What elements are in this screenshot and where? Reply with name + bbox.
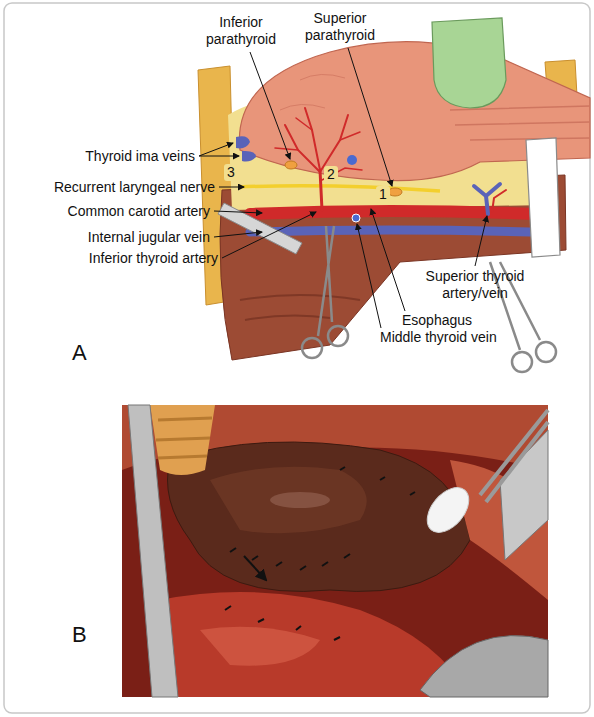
anatomy-label: Middle thyroid vein xyxy=(380,329,550,346)
operative-photo xyxy=(122,405,548,697)
surgical-illustration xyxy=(198,18,590,372)
callout-number: 3 xyxy=(224,164,238,181)
anatomy-label: Esophagus xyxy=(402,312,502,329)
anatomy-label: Superior parathyroid xyxy=(290,10,390,44)
anatomy-label: Inferior thyroid artery xyxy=(20,250,218,267)
callout-number: 1 xyxy=(376,186,390,203)
anatomy-label: Recurrent laryngeal nerve xyxy=(8,179,215,196)
panel-letter: A xyxy=(72,340,102,366)
anatomy-label: Inferior parathyroid xyxy=(195,14,287,48)
anatomy-label: Common carotid artery xyxy=(20,203,210,220)
frame xyxy=(4,3,590,713)
panel-letter: B xyxy=(72,622,102,648)
anatomy-label: Internal jugular vein xyxy=(20,229,210,246)
callout-number: 2 xyxy=(324,166,338,183)
anatomy-label: Thyroid ima veins xyxy=(40,148,195,165)
anatomy-label: Superior thyroid artery/vein xyxy=(410,268,540,302)
